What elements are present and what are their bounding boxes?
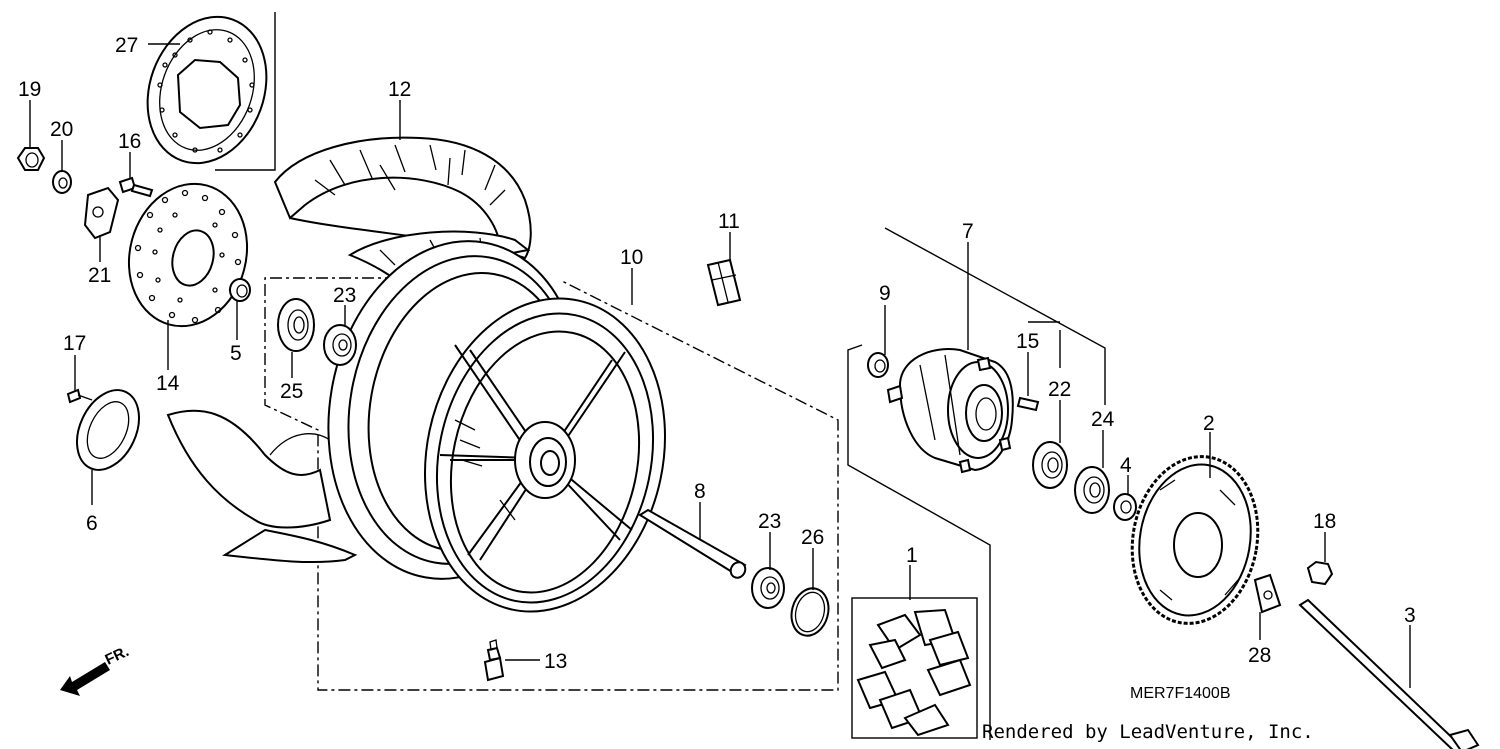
callout-5: 5: [230, 342, 242, 365]
callout-8: 8: [694, 480, 706, 503]
credit-text: Rendered by LeadVenture, Inc.: [982, 721, 1314, 743]
hub-bearings: [1032, 441, 1137, 521]
callout-16: 16: [118, 130, 141, 153]
front-direction-label: FR.: [103, 643, 132, 669]
callout-10: 10: [620, 246, 643, 269]
callout-6: 6: [86, 512, 98, 535]
disc-14-part: [127, 182, 249, 328]
callout-18: 18: [1313, 510, 1336, 533]
balance-weight-part: [706, 258, 742, 307]
leader-lines: [29, 43, 1411, 688]
small-parts-left: [16, 147, 251, 302]
callout-12: 12: [388, 78, 411, 101]
callout-23b: 23: [758, 510, 781, 533]
diagram-code: MER7F1400B: [1130, 685, 1231, 702]
callout-13: 13: [544, 650, 567, 673]
callout-4: 4: [1120, 454, 1132, 477]
callout-25: 25: [280, 380, 303, 403]
callout-15: 15: [1016, 330, 1039, 353]
callout-19: 19: [18, 78, 41, 101]
callout-2: 2: [1203, 412, 1215, 435]
small-parts-cover: [66, 388, 140, 471]
callout-20: 20: [50, 118, 73, 141]
callout-17: 17: [63, 332, 86, 355]
stud-part: [1016, 396, 1040, 412]
callout-3: 3: [1404, 604, 1416, 627]
callout-7: 7: [962, 220, 974, 243]
front-direction-arrow: FR.: [60, 643, 132, 696]
axle-sleeve-part: [638, 508, 747, 579]
callout-9: 9: [879, 282, 891, 305]
axle-parts: [1253, 560, 1480, 749]
callout-11: 11: [718, 210, 740, 233]
callout-24: 24: [1091, 408, 1115, 431]
hub-flange-part: [867, 348, 1014, 474]
callout-26: 26: [801, 526, 824, 549]
damper-box-outline: [851, 597, 978, 739]
disc-box-outline: [215, 12, 276, 171]
valve-part: [483, 639, 505, 682]
callout-labels: 1 2 3 4 5 6 7 8 9 10 11 12 13 14 15 16 1…: [18, 34, 1416, 673]
callout-28: 28: [1248, 644, 1271, 667]
bearings-lower: [751, 567, 830, 637]
damper-set-part: [856, 608, 972, 737]
bearings-upper: [277, 298, 357, 366]
disc-27-part: [146, 15, 268, 165]
wheel-part: [327, 240, 667, 613]
callout-27: 27: [115, 34, 138, 57]
callout-1: 1: [906, 544, 918, 567]
callout-21: 21: [88, 264, 111, 287]
sprocket-part: [1130, 455, 1260, 625]
hub-group-outline: [847, 344, 991, 740]
callout-14: 14: [156, 372, 180, 395]
callout-23a: 23: [333, 284, 356, 307]
callout-22: 22: [1048, 378, 1071, 401]
